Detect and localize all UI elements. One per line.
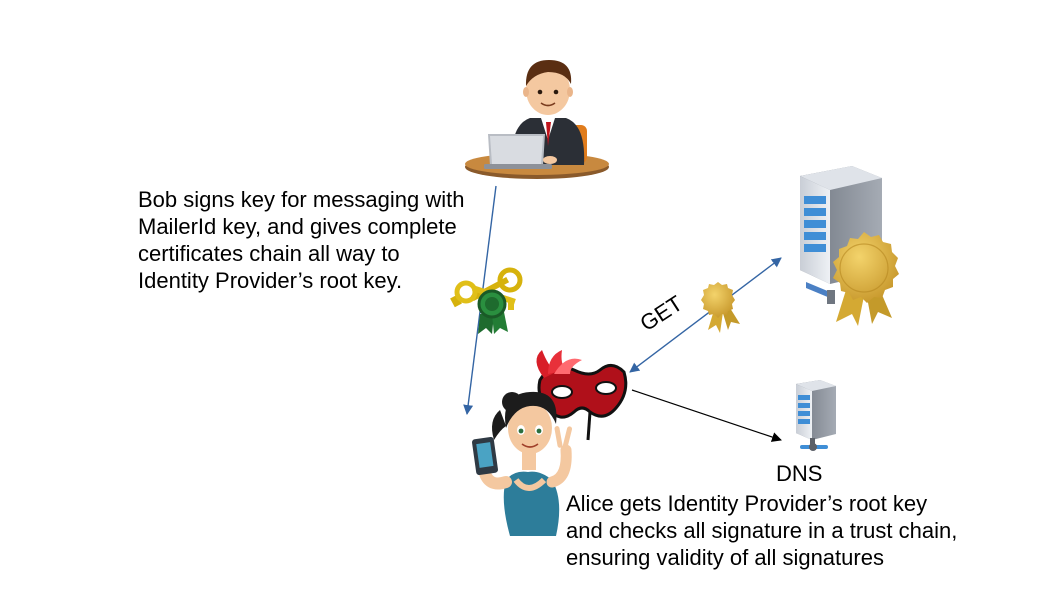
bob-caption-line: Bob signs key for messaging with bbox=[138, 187, 465, 212]
small-server-icon bbox=[796, 380, 836, 451]
certificate-seal-icon bbox=[701, 282, 740, 333]
bob-caption: Bob signs key for messaging with MailerI… bbox=[138, 186, 465, 294]
bob-caption-line: Identity Provider’s root key. bbox=[138, 268, 403, 293]
alice-caption: Alice gets Identity Provider’s root key … bbox=[566, 490, 957, 571]
server-with-certificate-seal-icon bbox=[800, 166, 899, 326]
bob-caption-line: MailerId key, and gives complete bbox=[138, 214, 457, 239]
dns-label: DNS bbox=[776, 461, 823, 486]
masquerade-mask-icon bbox=[536, 350, 628, 441]
arrow-alice-server-get bbox=[629, 257, 782, 373]
arrow-alice-to-dns bbox=[631, 389, 782, 442]
alice-caption-line: ensuring validity of all signatures bbox=[566, 545, 884, 570]
businessman-at-laptop-icon bbox=[465, 60, 609, 179]
alice-caption-line: and checks all signature in a trust chai… bbox=[566, 518, 958, 543]
bob-caption-line: certificates chain all way to bbox=[138, 241, 400, 266]
keys-with-ribbon-icon bbox=[450, 267, 523, 334]
woman-with-phone-icon bbox=[471, 391, 573, 536]
alice-caption-line: Alice gets Identity Provider’s root key bbox=[566, 491, 928, 516]
